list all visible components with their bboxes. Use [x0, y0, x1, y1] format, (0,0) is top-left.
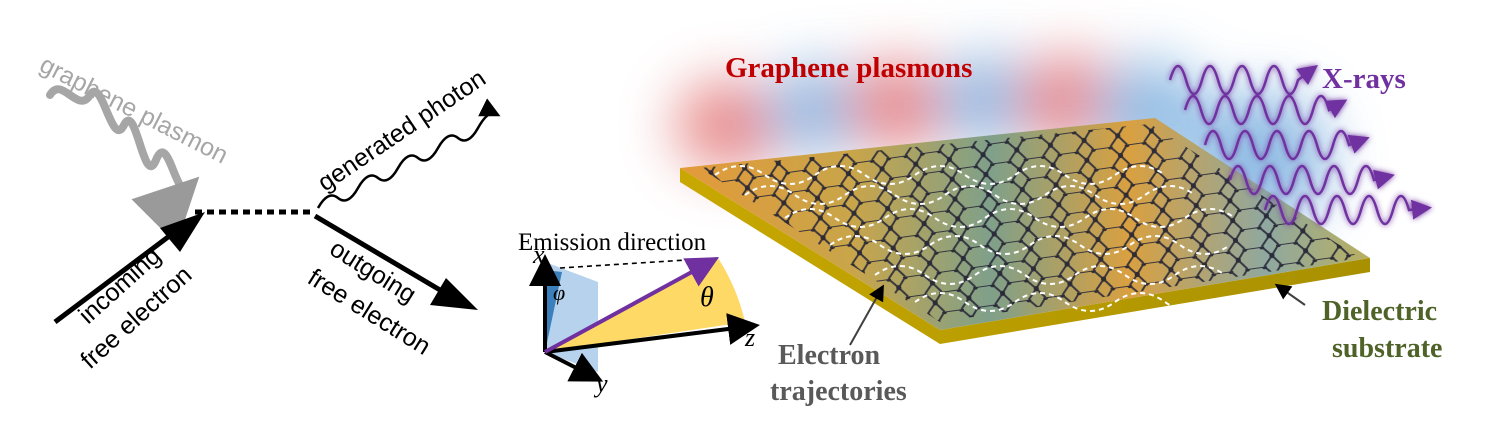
incoming-electron-arrowhead [160, 212, 205, 252]
phi-wedge [545, 270, 562, 352]
substrate-label-line2: substrate [1332, 333, 1442, 364]
z-axis-label: z [744, 323, 755, 352]
graphene-scene: Graphene plasmons X-rays Electron trajec… [675, 52, 1442, 407]
feynman-diagram: graphene plasmon generated photon incomi… [35, 50, 501, 374]
trajectories-label-line2: trajectories [770, 376, 907, 407]
substrate-label-line1: Dielectric [1322, 296, 1437, 327]
emission-direction-arrow [544, 257, 720, 354]
trajectories-label-line1: Electron [778, 340, 881, 371]
phi-label: φ [553, 280, 565, 305]
xrays-label: X-rays [1322, 63, 1406, 95]
substrate-leader-arrow [1274, 283, 1306, 306]
plasmon-label: graphene plasmon [35, 50, 232, 169]
y-axis-label: y [593, 369, 608, 398]
z-axis-line [544, 313, 760, 354]
outgoing-electron-line [313, 213, 442, 293]
x-axis-label: x [532, 240, 545, 269]
plasmon-field-glow [675, 55, 1330, 230]
emission-axes: Emission direction x y z θ φ [518, 229, 760, 398]
projection-dashed-line [559, 257, 719, 269]
electron-trajectories [714, 165, 1236, 312]
y-axis-line [544, 350, 604, 382]
plasmon-wave [46, 85, 200, 245]
incoming-electron-line [53, 226, 182, 324]
xray-wave-5 [1263, 194, 1432, 226]
emission-direction-title: Emission direction [518, 229, 707, 256]
theta-label: θ [700, 282, 714, 313]
substrate-front-edge [680, 168, 1370, 344]
xray-wave-4 [1228, 164, 1395, 196]
graphene-plasmons-label: Graphene plasmons [725, 52, 972, 84]
xray-wave-1 [1168, 64, 1318, 96]
photon-wave [316, 98, 501, 209]
photon-label: generated photon [313, 64, 491, 197]
xray-wave-3 [1203, 129, 1370, 161]
xray-waves [1168, 64, 1432, 226]
xray-wave-2 [1183, 94, 1348, 126]
trajectories-leader-arrow [849, 284, 884, 346]
graphene-lattice [700, 124, 1360, 322]
outgoing-electron-arrowhead [430, 278, 478, 310]
